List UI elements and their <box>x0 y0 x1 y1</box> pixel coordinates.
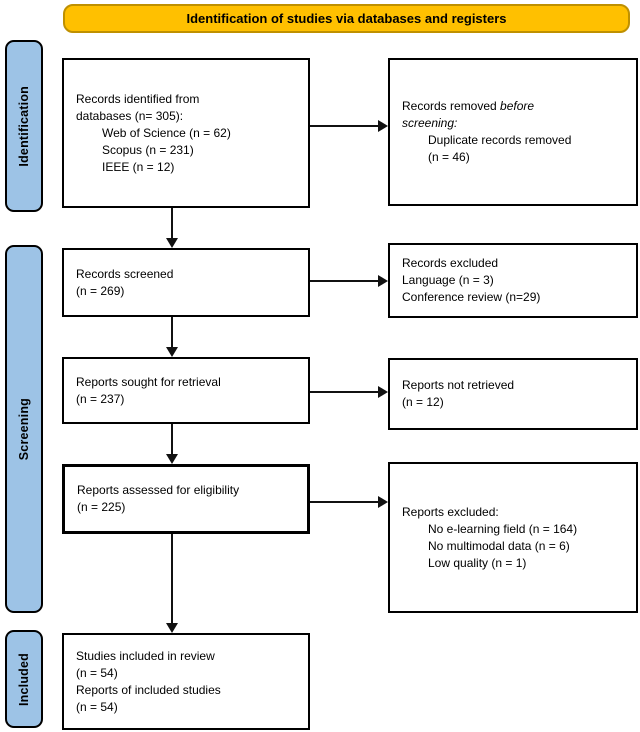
reports-excluded-item-3: Low quality (n = 1) <box>428 555 527 570</box>
records-removed-item-2: (n = 46) <box>428 150 470 164</box>
sidebar-screening: Screening <box>5 245 43 613</box>
arrow-assessed-to-excluded-reports-line <box>310 501 379 503</box>
studies-included-line-4: (n = 54) <box>76 699 118 714</box>
arrow-identified-to-screened-head <box>166 238 178 248</box>
arrow-identified-to-removed-head <box>378 120 388 132</box>
records-screened-line-1: Records screened <box>76 266 174 281</box>
records-identified-line-1: Records identified from <box>76 91 200 106</box>
records-removed-line-1-italic: before <box>500 99 535 113</box>
records-excluded-line-3: Conference review (n=29) <box>402 290 541 304</box>
reports-assessed-line-1: Reports assessed for eligibility <box>77 483 240 497</box>
arrow-screened-to-sought-head <box>166 347 178 357</box>
box-reports-excluded: Reports excluded: No e-learning field (n… <box>388 462 638 613</box>
box-reports-sought: Reports sought for retrieval (n = 237) <box>62 357 310 424</box>
arrow-sought-to-not-retrieved-line <box>310 391 379 393</box>
arrow-identified-to-screened-line <box>171 208 173 240</box>
box-reports-assessed: Reports assessed for eligibility (n = 22… <box>62 464 310 534</box>
arrow-sought-to-assessed-head <box>166 454 178 464</box>
records-screened-line-2: (n = 269) <box>76 283 125 298</box>
records-removed-line-2-italic: screening: <box>402 116 458 130</box>
records-removed-line-1-normal: Records removed <box>402 99 501 113</box>
arrow-identified-to-removed-line <box>310 125 379 127</box>
studies-included-line-2: (n = 54) <box>76 665 118 680</box>
reports-not-retrieved-line-2: (n = 12) <box>402 395 444 409</box>
arrow-sought-to-assessed-line <box>171 424 173 456</box>
box-reports-not-retrieved: Reports not retrieved (n = 12) <box>388 358 638 430</box>
records-excluded-line-1: Records excluded <box>402 256 499 270</box>
banner-title: Identification of studies via databases … <box>63 4 630 33</box>
arrow-assessed-to-included-head <box>166 623 178 633</box>
reports-sought-line-2: (n = 237) <box>76 391 125 406</box>
arrow-screened-to-excluded-head <box>378 275 388 287</box>
records-identified-item-wos: Web of Science (n = 62) <box>102 125 231 140</box>
sidebar-screening-label: Screening <box>17 397 31 461</box>
arrow-screened-to-excluded-line <box>310 280 379 282</box>
studies-included-line-1: Studies included in review <box>76 648 215 663</box>
arrow-assessed-to-excluded-reports-head <box>378 496 388 508</box>
banner-title-label: Identification of studies via databases … <box>186 11 507 26</box>
reports-sought-line-1: Reports sought for retrieval <box>76 374 221 389</box>
reports-excluded-item-1: No e-learning field (n = 164) <box>428 521 578 536</box>
sidebar-included-label: Included <box>17 652 31 706</box>
reports-assessed-line-2: (n = 225) <box>77 500 126 514</box>
arrow-screened-to-sought-line <box>171 317 173 349</box>
reports-excluded-line-1: Reports excluded: <box>402 504 499 519</box>
records-identified-item-scopus: Scopus (n = 231) <box>102 142 194 157</box>
records-excluded-line-2: Language (n = 3) <box>402 273 494 287</box>
box-records-excluded: Records excluded Language (n = 3) Confer… <box>388 243 638 318</box>
box-records-removed: Records removed before screening: Duplic… <box>388 58 638 206</box>
sidebar-included: Included <box>5 630 43 728</box>
box-studies-included: Studies included in review (n = 54) Repo… <box>62 633 310 730</box>
records-removed-line-1: Records removed before <box>402 98 628 115</box>
arrow-assessed-to-included-line <box>171 534 173 625</box>
studies-included-line-3: Reports of included studies <box>76 682 221 697</box>
records-identified-line-2: databases (n= 305): <box>76 108 184 123</box>
arrow-sought-to-not-retrieved-head <box>378 386 388 398</box>
sidebar-identification: Identification <box>5 40 43 212</box>
records-removed-line-2: screening: <box>402 115 628 132</box>
records-removed-item-1: Duplicate records removed <box>428 133 572 147</box>
reports-not-retrieved-line-1: Reports not retrieved <box>402 378 515 392</box>
records-identified-item-ieee: IEEE (n = 12) <box>102 159 175 174</box>
box-records-identified: Records identified from databases (n= 30… <box>62 58 310 208</box>
box-records-screened: Records screened (n = 269) <box>62 248 310 317</box>
reports-excluded-item-2: No multimodal data (n = 6) <box>428 538 570 553</box>
sidebar-identification-label: Identification <box>17 85 31 167</box>
